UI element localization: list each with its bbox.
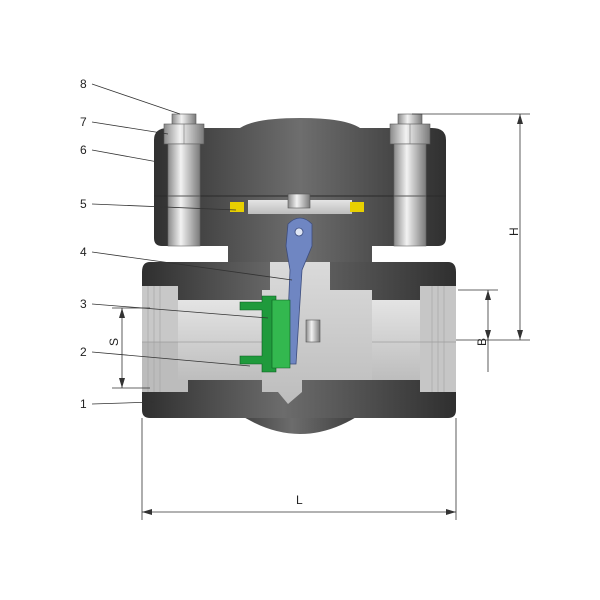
callout-3: 3 [80, 297, 87, 311]
callout-2: 2 [80, 345, 87, 359]
left-bolt [163, 113, 205, 247]
callout-1: 1 [80, 397, 87, 411]
dimension-s: S [107, 307, 150, 389]
dimension-h: H [412, 113, 530, 341]
dimension-h-label: H [507, 227, 521, 236]
hinge-pin [287, 193, 311, 209]
dimension-b: B [458, 289, 498, 372]
right-gasket [350, 202, 364, 212]
left-gasket [230, 202, 244, 212]
callout-6: 6 [80, 143, 87, 157]
dimension-s-label: S [107, 338, 121, 346]
right-bolt [389, 113, 431, 247]
callout-7: 7 [80, 115, 87, 129]
dimension-l-label: L [296, 493, 303, 507]
callout-leaders [91, 83, 293, 405]
callout-8: 8 [80, 77, 87, 91]
callout-numbers: 8 7 6 5 4 3 2 1 [80, 77, 87, 411]
dimension-b-label: B [475, 338, 489, 346]
callout-4: 4 [80, 245, 87, 259]
callout-5: 5 [80, 197, 87, 211]
seat-and-disc [239, 295, 321, 373]
dimension-l: L [141, 418, 457, 520]
